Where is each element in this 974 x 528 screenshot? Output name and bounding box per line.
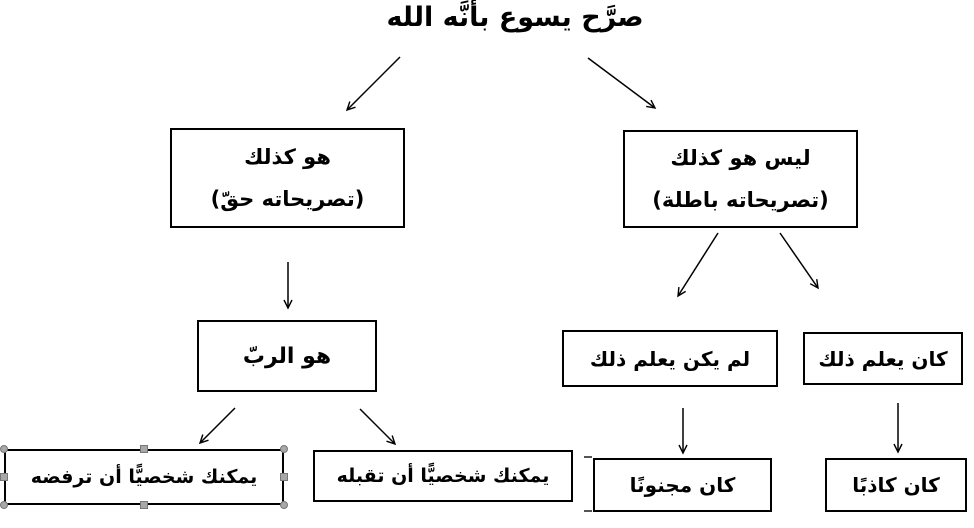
node-he-is-lord[interactable]: هو الربّ: [197, 320, 377, 392]
node-label: هو الربّ: [242, 343, 332, 369]
arrow-not-so-to-knew-it: [779, 232, 819, 290]
node-was-liar[interactable]: كان كاذبًا: [825, 458, 967, 512]
node-did-not-know[interactable]: لم يكن يعلم ذلك: [562, 330, 778, 387]
selection-handle-e[interactable]: [280, 473, 288, 481]
arrow-title-to-he-is-so: [345, 56, 401, 112]
selection-handle-w[interactable]: [0, 473, 8, 481]
stray-mark: [584, 510, 592, 512]
node-label: ليس هو كذلك: [670, 146, 811, 170]
selection-handle-sw[interactable]: [0, 501, 8, 509]
arrow-not-so-to-did-not-know: [677, 232, 719, 298]
arrow-lord-to-accept: [359, 408, 397, 446]
selection-handle-ne[interactable]: [280, 445, 288, 453]
node-he-is-so[interactable]: هو كذلك (تصريحاته حقّ): [170, 128, 405, 228]
selection-handle-n[interactable]: [140, 445, 148, 453]
node-label: كان كاذبًا: [852, 473, 940, 497]
selection-handle-nw[interactable]: [0, 445, 8, 453]
stray-mark: [584, 456, 592, 458]
arrow-lord-to-reject: [198, 407, 236, 445]
node-label: يمكنك شخصيًّا أن ترفضه: [30, 466, 258, 488]
node-reject-him-selected[interactable]: يمكنك شخصيًّا أن ترفضه: [4, 449, 284, 505]
node-label: كان مجنونًا: [629, 473, 736, 497]
node-sublabel: (تصريحاته باطلة): [652, 188, 829, 212]
selection-handle-se[interactable]: [280, 501, 288, 509]
selection-handle-s[interactable]: [140, 501, 148, 509]
node-accept-him[interactable]: يمكنك شخصيًّا أن تقبله: [313, 450, 573, 502]
node-label: يمكنك شخصيًّا أن تقبله: [336, 465, 550, 487]
node-was-lunatic[interactable]: كان مجنونًا: [593, 458, 772, 512]
node-label: لم يكن يعلم ذلك: [589, 346, 751, 371]
diagram-title: صرَّح يسوع بأنَّه الله: [386, 2, 644, 33]
node-not-so[interactable]: ليس هو كذلك (تصريحاته باطلة): [623, 130, 858, 228]
node-label: هو كذلك: [244, 145, 331, 169]
node-knew-it[interactable]: كان يعلم ذلك: [803, 332, 963, 385]
arrow-title-to-not-so: [587, 57, 657, 109]
node-label: كان يعلم ذلك: [818, 346, 948, 371]
node-sublabel: (تصريحاته حقّ): [210, 187, 365, 211]
